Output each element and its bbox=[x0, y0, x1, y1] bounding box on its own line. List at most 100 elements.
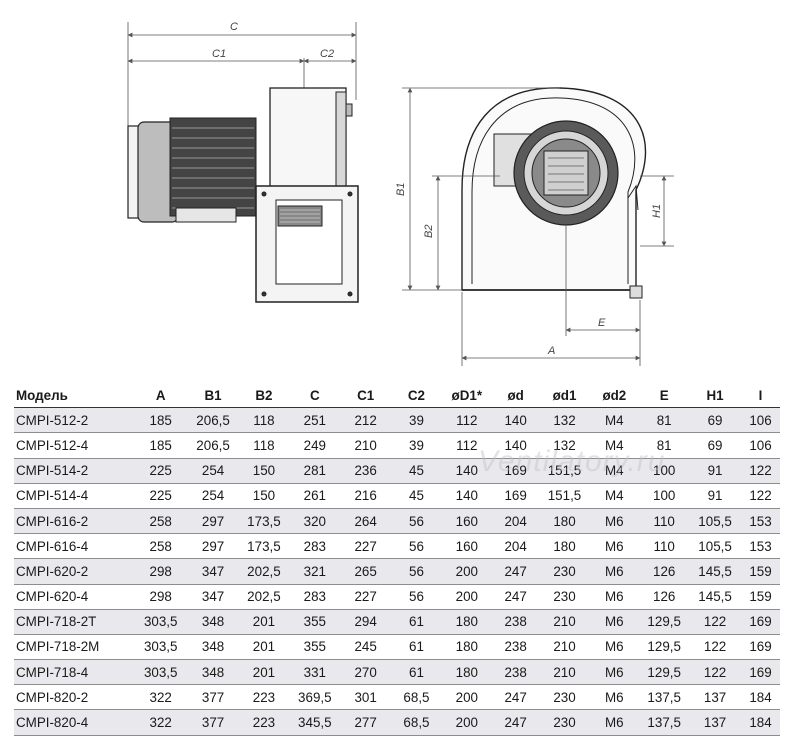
table-cell: 169 bbox=[741, 634, 780, 661]
table-cell: M6 bbox=[589, 533, 640, 560]
table-cell: 206,5 bbox=[187, 432, 239, 459]
table-cell: 230 bbox=[539, 684, 590, 711]
table-cell: 159 bbox=[741, 558, 780, 585]
table-cell: 236 bbox=[340, 458, 392, 484]
front-view: B1 B2 H1 E A bbox=[395, 87, 674, 366]
table-cell: 180 bbox=[539, 508, 590, 535]
technical-drawing: C C1 C2 bbox=[127, 21, 674, 366]
model-cell: CMPI-514-4 bbox=[14, 483, 134, 509]
table-cell: 347 bbox=[187, 558, 239, 585]
table-cell: 140 bbox=[441, 458, 492, 484]
table-cell: M6 bbox=[589, 584, 640, 610]
table-cell: 45 bbox=[391, 458, 442, 484]
model-cell: CMPI-512-4 bbox=[14, 432, 134, 459]
model-cell: CMPI-820-2 bbox=[14, 684, 134, 711]
table-cell: 355 bbox=[289, 609, 341, 635]
table-cell: 298 bbox=[133, 558, 188, 585]
table-cell: 200 bbox=[441, 684, 492, 711]
table-cell: 216 bbox=[340, 483, 392, 509]
table-cell: 122 bbox=[689, 634, 741, 661]
table-cell: 180 bbox=[441, 609, 492, 635]
table-cell: 210 bbox=[539, 609, 590, 635]
table-cell: 227 bbox=[340, 584, 392, 610]
table-cell: 202,5 bbox=[238, 558, 290, 585]
table-cell: 81 bbox=[639, 432, 690, 459]
table-cell: 81 bbox=[639, 407, 690, 434]
table-cell: M6 bbox=[589, 609, 640, 635]
table-cell: M6 bbox=[589, 558, 640, 585]
model-cell: CMPI-616-2 bbox=[14, 508, 134, 535]
model-cell: CMPI-718-2M bbox=[14, 634, 134, 661]
table-cell: 200 bbox=[441, 584, 492, 610]
table-cell: 185 bbox=[133, 407, 188, 434]
table-header-row: Модель A B1 B2 C C1 C2 øD1* ød ød1 ød2 E… bbox=[14, 383, 780, 409]
col-header-b1: B1 bbox=[187, 383, 239, 409]
table-cell: 270 bbox=[340, 659, 392, 686]
table-cell: 247 bbox=[491, 584, 540, 610]
table-cell: 347 bbox=[187, 584, 239, 610]
dim-label-c: C bbox=[230, 21, 238, 33]
table-cell: 321 bbox=[289, 558, 341, 585]
table-cell: M6 bbox=[589, 709, 640, 736]
table-cell: 106 bbox=[741, 432, 780, 459]
table-cell: 303,5 bbox=[133, 659, 188, 686]
table-cell: 201 bbox=[238, 634, 290, 661]
table-cell: 137 bbox=[689, 684, 741, 711]
table-cell: 251 bbox=[289, 407, 341, 434]
table-cell: 230 bbox=[539, 709, 590, 736]
table-cell: 210 bbox=[539, 634, 590, 661]
col-header-d2: ød2 bbox=[589, 383, 640, 409]
dim-label-a: A bbox=[547, 345, 555, 357]
table-cell: 202,5 bbox=[238, 584, 290, 610]
table-cell: 153 bbox=[741, 533, 780, 560]
col-header-a: A bbox=[133, 383, 188, 409]
side-view: C C1 C2 bbox=[127, 21, 359, 303]
table-cell: 223 bbox=[238, 684, 290, 711]
table-cell: 247 bbox=[491, 709, 540, 736]
table-cell: M4 bbox=[589, 483, 640, 509]
table-cell: 39 bbox=[391, 432, 442, 459]
table-cell: 56 bbox=[391, 508, 442, 535]
table-cell: 105,5 bbox=[689, 533, 741, 560]
table-cell: 238 bbox=[491, 659, 540, 686]
table-cell: 283 bbox=[289, 533, 341, 560]
table-cell: 201 bbox=[238, 659, 290, 686]
model-cell: CMPI-512-2 bbox=[14, 407, 134, 434]
table-cell: 110 bbox=[639, 533, 690, 560]
table-cell: 204 bbox=[491, 508, 540, 535]
table-cell: 281 bbox=[289, 458, 341, 484]
table-cell: 185 bbox=[133, 432, 188, 459]
table-cell: 91 bbox=[689, 483, 741, 509]
col-header-d1: øD1* bbox=[441, 383, 492, 409]
dim-label-e: E bbox=[598, 317, 606, 329]
table-cell: 230 bbox=[539, 558, 590, 585]
table-cell: 150 bbox=[238, 483, 290, 509]
table-cell: 68,5 bbox=[391, 709, 442, 736]
table-cell: 204 bbox=[491, 533, 540, 560]
table-cell: 126 bbox=[639, 584, 690, 610]
dimensions-table: Модель A B1 B2 C C1 C2 øD1* ød ød1 ød2 E… bbox=[14, 383, 780, 736]
table-cell: 122 bbox=[741, 483, 780, 509]
table-cell: 184 bbox=[741, 709, 780, 736]
table-cell: 303,5 bbox=[133, 609, 188, 635]
table-cell: 249 bbox=[289, 432, 341, 459]
table-cell: 126 bbox=[639, 558, 690, 585]
table-cell: 320 bbox=[289, 508, 341, 535]
table-cell: 261 bbox=[289, 483, 341, 509]
model-cell: CMPI-620-2 bbox=[14, 558, 134, 585]
model-cell: CMPI-718-2T bbox=[14, 609, 134, 635]
model-cell: CMPI-820-4 bbox=[14, 709, 134, 736]
col-header-b2: B2 bbox=[238, 383, 290, 409]
table-cell: 69 bbox=[689, 432, 741, 459]
table-cell: 100 bbox=[639, 458, 690, 484]
table-cell: M6 bbox=[589, 634, 640, 661]
table-cell: 184 bbox=[741, 684, 780, 711]
table-cell: 212 bbox=[340, 407, 392, 434]
dim-label-b1: B1 bbox=[395, 183, 407, 196]
table-cell: 159 bbox=[741, 584, 780, 610]
